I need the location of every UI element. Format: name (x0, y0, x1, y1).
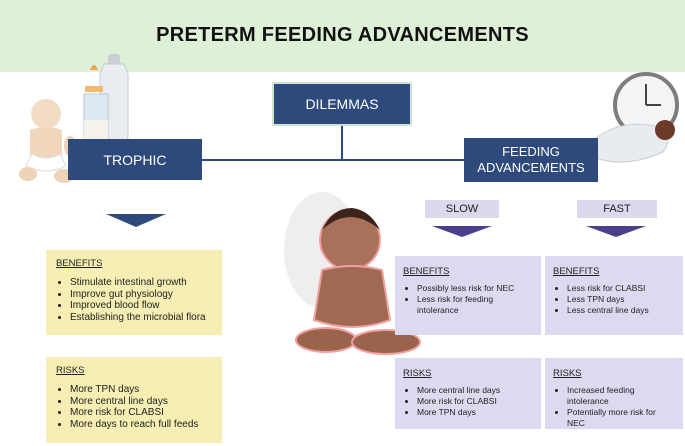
trophic-risks-list: More TPN days More central line days Mor… (56, 384, 212, 430)
fast-arrow (586, 226, 646, 237)
trophic-risks-heading: RISKS (56, 365, 85, 376)
list-item: Increased feeding intolerance (567, 385, 675, 407)
slow-arrow (432, 226, 492, 237)
feeding-label-line2: ADVANCEMENTS (477, 160, 585, 175)
list-item: More risk for CLABSI (417, 396, 533, 407)
list-item: Less risk for CLABSI (567, 283, 675, 294)
trophic-benefits-list: Stimulate intestinal growth Improve gut … (56, 277, 212, 323)
list-item: Less TPN days (567, 294, 675, 305)
fast-benefits-list: Less risk for CLABSI Less TPN days Less … (553, 283, 675, 316)
fast-benefits-card: BENEFITS Less risk for CLABSI Less TPN d… (545, 256, 683, 335)
fast-label: FAST (577, 200, 657, 218)
slow-risks-heading: RISKS (403, 368, 432, 379)
fast-risks-card: RISKS Increased feeding intolerance Pote… (545, 358, 683, 429)
list-item: More central line days (417, 385, 533, 396)
trophic-benefits-heading: BENEFITS (56, 258, 103, 269)
list-item: More risk for CLABSI (70, 407, 212, 419)
trophic-benefits-card: BENEFITS Stimulate intestinal growth Imp… (46, 250, 222, 335)
slow-benefits-card: BENEFITS Possibly less risk for NEC Less… (395, 256, 541, 335)
slow-label: SLOW (425, 200, 499, 218)
feeding-label-line1: FEEDING (502, 144, 560, 159)
baby-sitting-icon (19, 99, 76, 183)
baby-bottle-icon (83, 54, 129, 148)
feeding-advancements-box: FEEDING ADVANCEMENTS (464, 138, 598, 182)
fast-risks-list: Increased feeding intolerance Potentiall… (553, 385, 675, 429)
slow-risks-list: More central line days More risk for CLA… (403, 385, 533, 418)
page-title: PRETERM FEEDING ADVANCEMENTS (156, 24, 529, 46)
toddler-sitting-icon (284, 192, 421, 355)
list-item: Establishing the microbial flora (70, 312, 212, 324)
slow-benefits-list: Possibly less risk for NEC Less risk for… (403, 283, 533, 316)
list-item: Improve gut physiology (70, 289, 212, 301)
connector-dilemmas-vertical (341, 126, 343, 160)
list-item: Less central line days (567, 305, 675, 316)
list-item: Possibly less risk for NEC (417, 283, 533, 294)
list-item: More TPN days (417, 407, 533, 418)
list-item: More central line days (70, 396, 212, 408)
list-item: Potentially more risk for NEC (567, 407, 675, 429)
trophic-box: TROPHIC (68, 139, 202, 180)
fast-risks-heading: RISKS (553, 368, 582, 379)
list-item: Improved blood flow (70, 300, 212, 312)
list-item: Less risk for feeding intolerance (417, 294, 533, 316)
list-item: More TPN days (70, 384, 212, 396)
list-item: More days to reach full feeds (70, 419, 212, 431)
list-item: Stimulate intestinal growth (70, 277, 212, 289)
dilemmas-box: DILEMMAS (272, 82, 412, 126)
slow-risks-card: RISKS More central line days More risk f… (395, 358, 541, 429)
slow-benefits-heading: BENEFITS (403, 266, 450, 277)
trophic-arrow (106, 214, 166, 227)
fast-benefits-heading: BENEFITS (553, 266, 600, 277)
swaddled-infant-icon (590, 120, 675, 163)
connector-horizontal (202, 159, 464, 161)
trophic-risks-card: RISKS More TPN days More central line da… (46, 357, 222, 443)
